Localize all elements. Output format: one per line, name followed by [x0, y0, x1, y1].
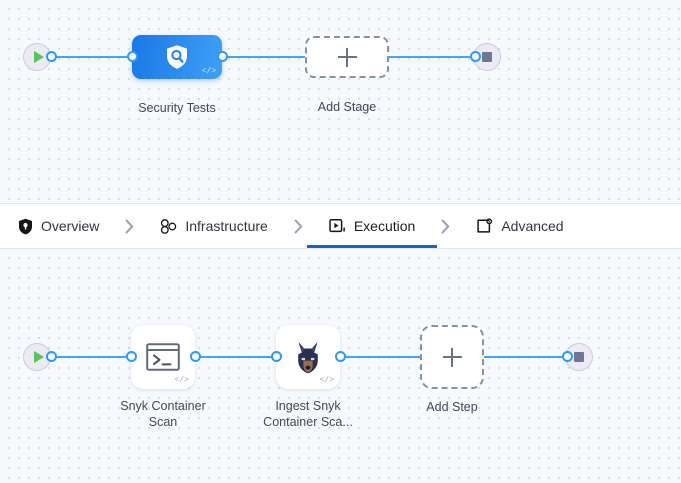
- stop-icon: [574, 352, 584, 362]
- step-end-port[interactable]: [562, 351, 573, 362]
- stage-node-security-tests-label: Security Tests: [138, 101, 216, 115]
- add-step-label: Add Step: [426, 400, 478, 414]
- play-box-icon: [329, 218, 346, 234]
- step-node-snyk-container-scan[interactable]: </>: [131, 325, 195, 389]
- stage-security-out-port[interactable]: [217, 51, 228, 62]
- pipeline-stage-canvas[interactable]: </> Security Tests Add Stage: [0, 0, 681, 203]
- shield-search-icon: [167, 45, 187, 69]
- stage-security-in-port[interactable]: [127, 51, 138, 62]
- frame-gear-icon: [476, 217, 493, 235]
- stage-code-badge: </>: [201, 67, 216, 76]
- plus-icon: [337, 47, 357, 67]
- tab-separator-2-chevron-right-icon: [272, 204, 325, 248]
- step-node-ingest-snyk-container-scan[interactable]: </>: [276, 325, 340, 389]
- tab-overview-label: Overview: [41, 218, 100, 234]
- step-snyk-in-port[interactable]: [126, 351, 137, 362]
- stage-wire-start-to-security: [50, 56, 136, 58]
- tab-overview[interactable]: Overview: [14, 204, 103, 248]
- play-icon: [33, 51, 44, 63]
- add-stage-label: Add Stage: [317, 100, 377, 114]
- add-stage-button[interactable]: [305, 36, 389, 78]
- add-step-button[interactable]: [420, 325, 484, 389]
- stop-icon: [482, 52, 492, 62]
- tab-execution-label: Execution: [353, 218, 416, 234]
- stage-wire-addstage-to-end: [389, 56, 475, 58]
- snyk-doberman-icon: [298, 342, 318, 374]
- step-code-badge: </>: [174, 376, 189, 385]
- pipeline-step-canvas[interactable]: </> Snyk Container Scan: [0, 249, 681, 483]
- tab-separator-1-chevron-right-icon: [103, 204, 156, 248]
- step-start-port[interactable]: [46, 351, 57, 362]
- shield-icon: [18, 218, 33, 235]
- step-ingest-in-port[interactable]: [271, 351, 282, 362]
- step-snyk-out-port[interactable]: [190, 351, 201, 362]
- tab-infrastructure[interactable]: Infrastructure: [156, 204, 271, 248]
- tab-infrastructure-label: Infrastructure: [185, 218, 268, 234]
- stage-start-port[interactable]: [46, 51, 57, 62]
- pipeline-section-tabs: Overview Infrastructure: [0, 203, 681, 249]
- step-wire-start-to-snyk: [50, 356, 138, 358]
- step-label-line2: Scan: [148, 415, 178, 429]
- terminal-icon: [146, 343, 180, 371]
- step-code-badge: </>: [319, 376, 334, 385]
- step-ingest-out-port[interactable]: [335, 351, 346, 362]
- play-icon: [33, 351, 44, 363]
- step-label-line2: Container Sca...: [263, 415, 353, 429]
- stage-node-security-tests[interactable]: </>: [132, 35, 222, 79]
- tab-separator-3-chevron-right-icon: [419, 204, 472, 248]
- step-node-snyk-container-scan-label: Snyk Container Scan: [98, 398, 228, 430]
- step-wire-ingest-to-addstep: [339, 356, 421, 358]
- stage-end-port[interactable]: [470, 51, 481, 62]
- step-wire-addstep-to-end: [484, 356, 567, 358]
- step-label-line1: Snyk Container: [120, 399, 206, 413]
- step-node-ingest-snyk-label: Ingest Snyk Container Sca...: [243, 398, 373, 430]
- step-wire-snyk-to-ingest: [194, 356, 284, 358]
- plus-icon: [442, 347, 462, 367]
- step-label-line1: Ingest Snyk: [275, 399, 341, 413]
- stage-wire-security-to-addstage: [220, 56, 306, 58]
- tab-execution[interactable]: Execution: [306, 204, 438, 248]
- tab-advanced-label: Advanced: [501, 218, 564, 234]
- nodes-cluster-icon: [160, 218, 177, 235]
- tab-advanced[interactable]: Advanced: [472, 204, 567, 248]
